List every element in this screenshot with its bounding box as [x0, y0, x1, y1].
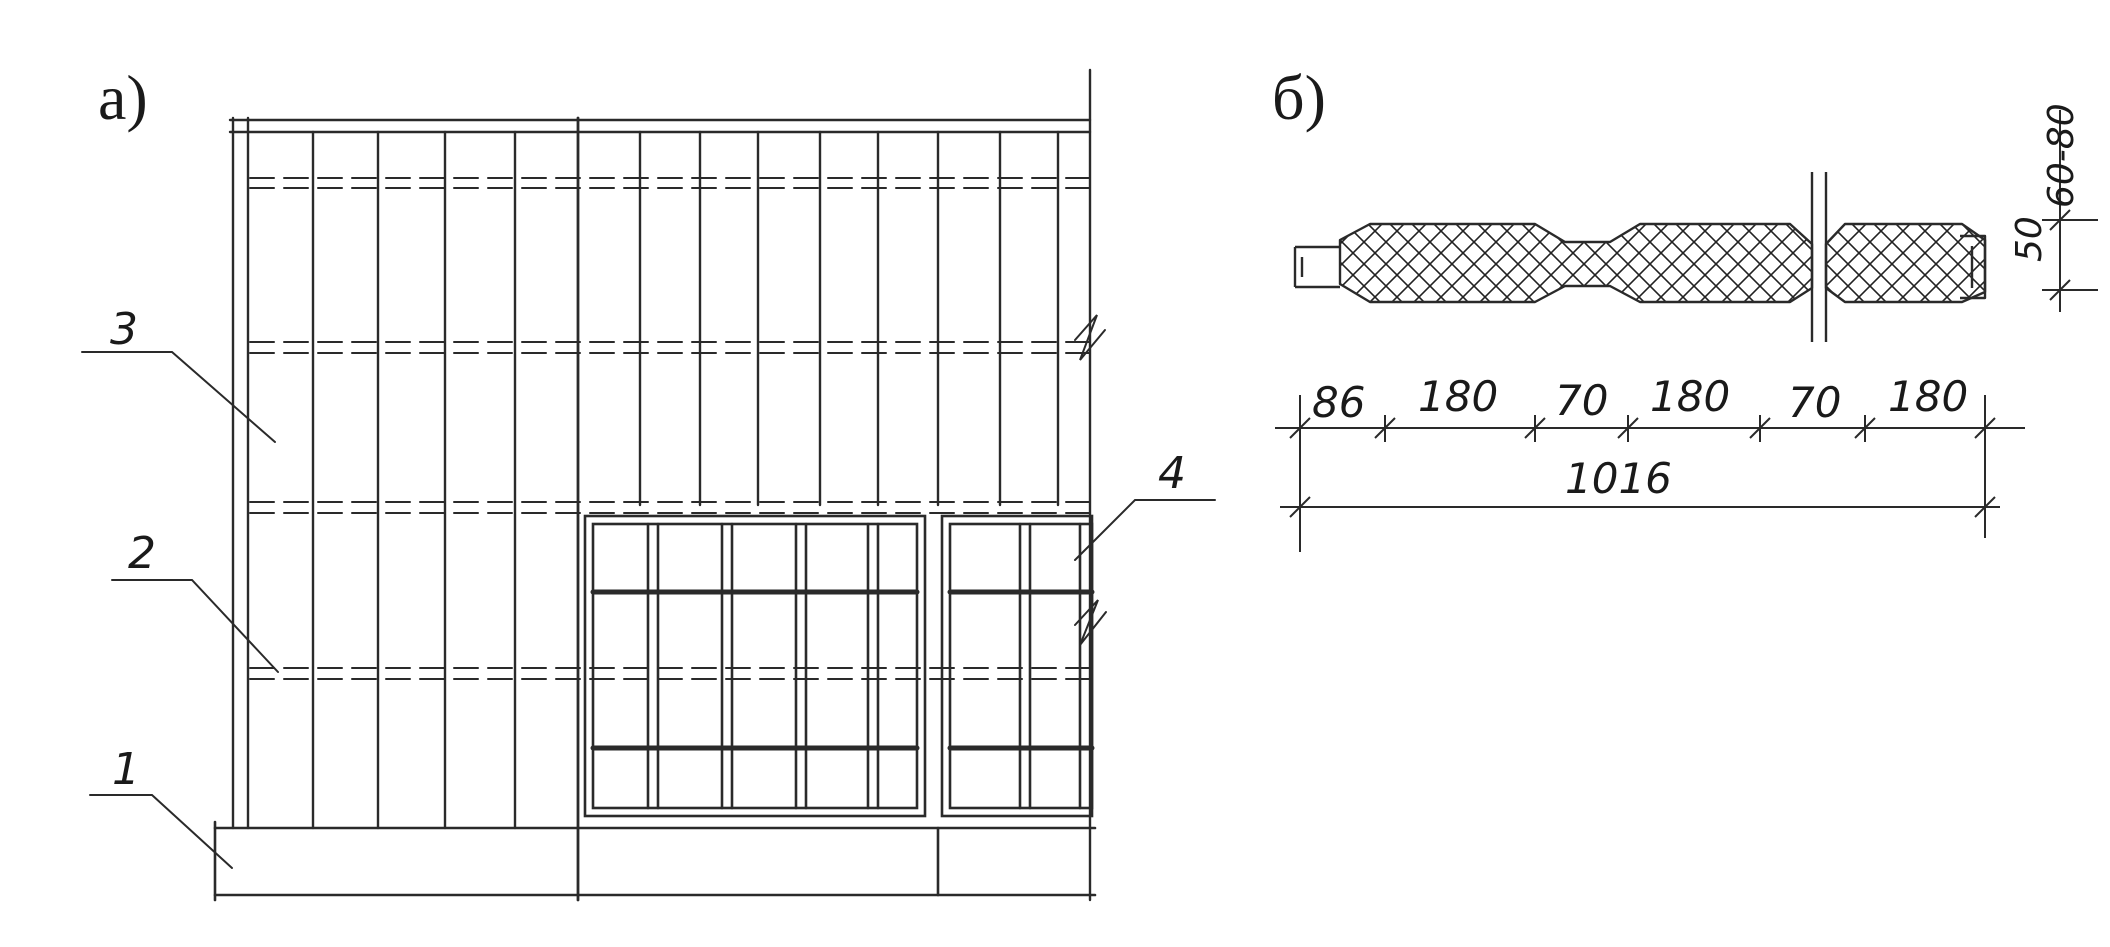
panel-a-label: а): [98, 62, 148, 133]
dim-thickness-50: 50: [2009, 216, 2050, 262]
dim-total-width: 1016: [1565, 454, 1672, 503]
panel-b-label: б): [1272, 62, 1326, 133]
callout-2: 2: [128, 528, 156, 579]
wall-elevation: [81, 68, 1216, 902]
panel-joints-full: [311, 130, 517, 830]
panel-joints-upper: [638, 130, 1060, 507]
callout-1: 1: [112, 744, 140, 795]
dim-segment-1: 86: [1312, 378, 1366, 427]
break-mark-lower: [1074, 599, 1107, 646]
dim-segment-2: 180: [1418, 372, 1499, 421]
dim-segment-3: 70: [1555, 376, 1609, 425]
section-body-left: [1338, 222, 1814, 304]
dimension-lines: [1275, 110, 2098, 552]
section-end-left: [1293, 245, 1340, 289]
foundation-base: [213, 820, 1097, 902]
callout-leaders: [81, 351, 1216, 869]
dim-segment-6: 180: [1888, 372, 1969, 421]
panel-section: [1293, 172, 1987, 342]
section-end-right: [1960, 234, 1987, 300]
window-block-right: [940, 514, 1095, 818]
dashed-girts: [249, 177, 1096, 680]
callout-3: 3: [110, 304, 138, 355]
dim-segment-4: 180: [1650, 372, 1731, 421]
dim-thickness-60-80: 60-80: [2041, 103, 2082, 208]
callout-4: 4: [1158, 448, 1186, 499]
dim-segment-5: 70: [1788, 378, 1842, 427]
break-mark-upper: [1074, 314, 1106, 361]
window-block-left: [583, 514, 927, 818]
